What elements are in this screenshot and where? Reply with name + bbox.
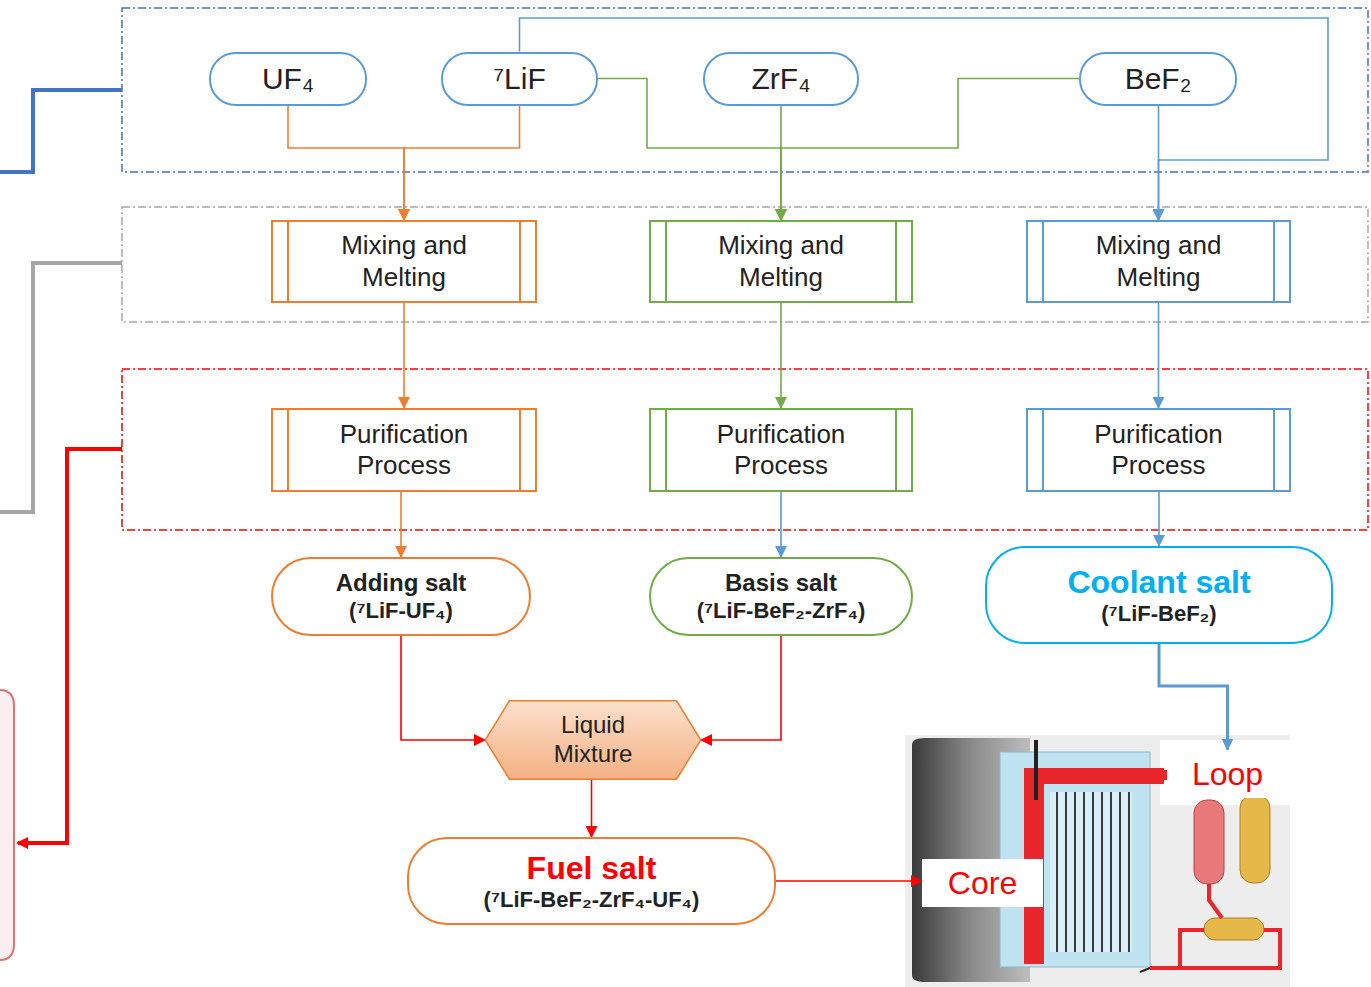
node-content: Loop [1173, 755, 1282, 793]
node-title: Coolant salt [1009, 563, 1309, 601]
node-title: Loop [1173, 755, 1282, 793]
salt-terminal: Basis salt(⁷LiF-BeF₂-ZrF₄) [649, 557, 913, 636]
node-title: BeF₂ [1095, 61, 1221, 97]
flow-connector [780, 303, 782, 408]
process-side-bar [1042, 410, 1044, 490]
raw-material: UF₄ [209, 52, 367, 106]
flow-connector [288, 106, 404, 221]
cropped-box [0, 690, 14, 960]
node-formula: (⁷LiF-UF₄) [295, 598, 507, 624]
node-content: Mixing and Melting [683, 230, 879, 292]
node-content: Core [928, 864, 1037, 902]
node-content: Mixing and Melting [1060, 230, 1257, 292]
flow-connector [591, 780, 593, 837]
leader-line [18, 449, 122, 843]
node-title: Core [928, 864, 1037, 902]
process-side-bar [1273, 410, 1275, 490]
process-box: Purification Process [1026, 408, 1291, 492]
process-side-bar [1273, 222, 1275, 301]
process-side-bar [895, 222, 897, 301]
node-title: Mixing and Melting [1060, 230, 1257, 292]
node-content: Adding salt(⁷LiF-UF₄) [295, 569, 507, 624]
salt-terminal: Fuel salt(⁷LiF-BeF₂-ZrF₄-UF₄) [407, 837, 776, 925]
process-side-bar [895, 410, 897, 490]
flow-connector [1158, 106, 1160, 221]
node-title: Adding salt [295, 569, 507, 598]
salt-terminal: Coolant salt(⁷LiF-BeF₂) [985, 546, 1333, 644]
leader-line [0, 263, 122, 512]
node-title: Mixing and Melting [683, 230, 879, 292]
process-side-bar [665, 222, 667, 301]
node-content: BeF₂ [1095, 61, 1221, 97]
flow-connector [403, 303, 405, 408]
flow-connector [1158, 303, 1160, 408]
reactor-illustration [905, 735, 1290, 987]
node-title: Purification Process [305, 419, 503, 481]
flow-connector [1158, 492, 1160, 546]
raw-material: ⁷LiF [441, 52, 598, 106]
node-title: UF₄ [225, 61, 351, 97]
node-title: Mixing and Melting [305, 230, 503, 292]
process-box: Mixing and Melting [649, 220, 913, 303]
mixing-hexagon: Liquid Mixture [483, 700, 703, 780]
flow-connector [1159, 644, 1228, 750]
melting-band [122, 207, 1368, 322]
process-box: Mixing and Melting [1026, 220, 1291, 303]
process-box: Mixing and Melting [271, 220, 537, 303]
node-formula: (⁷LiF-BeF₂-ZrF₄) [673, 598, 889, 624]
node-content: Purification Process [305, 419, 503, 481]
reactor-label: Core [922, 859, 1043, 907]
node-content: Coolant salt(⁷LiF-BeF₂) [1009, 563, 1309, 628]
process-side-bar [287, 222, 289, 301]
node-formula: (⁷LiF-BeF₂) [1009, 601, 1309, 627]
node-content: Basis salt(⁷LiF-BeF₂-ZrF₄) [673, 569, 889, 624]
process-side-bar [287, 410, 289, 490]
node-title: Fuel salt [431, 849, 752, 887]
node-content: Liquid Mixture [519, 711, 667, 769]
node-content: UF₄ [225, 61, 351, 97]
flow-connector [701, 636, 781, 740]
flow-connector [404, 106, 520, 221]
node-content: ZrF₄ [719, 61, 843, 97]
process-side-bar [665, 410, 667, 490]
node-content: Purification Process [683, 419, 879, 481]
node-title: ZrF₄ [719, 61, 843, 97]
node-title: Purification Process [1060, 419, 1257, 481]
node-content: ⁷LiF [457, 61, 582, 97]
process-side-bar [519, 410, 521, 490]
node-title: Basis salt [673, 569, 889, 598]
process-side-bar [1042, 222, 1044, 301]
process-box: Purification Process [649, 408, 913, 492]
process-side-bar [519, 222, 521, 301]
leader-line [0, 90, 122, 172]
purification-band [122, 369, 1368, 530]
flow-connector [400, 492, 402, 557]
node-title: ⁷LiF [457, 61, 582, 97]
flow-connector [780, 492, 782, 557]
flow-connector [776, 880, 922, 882]
flow-connector [401, 636, 485, 740]
node-formula: (⁷LiF-BeF₂-ZrF₄-UF₄) [431, 887, 752, 913]
salt-terminal: Adding salt(⁷LiF-UF₄) [271, 557, 531, 636]
node-title: Purification Process [683, 419, 879, 481]
reactor-label: Loop [1167, 750, 1288, 798]
node-content: Purification Process [1060, 419, 1257, 481]
node-content: Mixing and Melting [305, 230, 503, 292]
raw-material: ZrF₄ [703, 52, 859, 106]
node-content: Fuel salt(⁷LiF-BeF₂-ZrF₄-UF₄) [431, 849, 752, 914]
flow-connector [520, 18, 1329, 220]
process-box: Purification Process [271, 408, 537, 492]
raw-material: BeF₂ [1079, 52, 1237, 106]
node-title: Liquid Mixture [519, 711, 667, 769]
